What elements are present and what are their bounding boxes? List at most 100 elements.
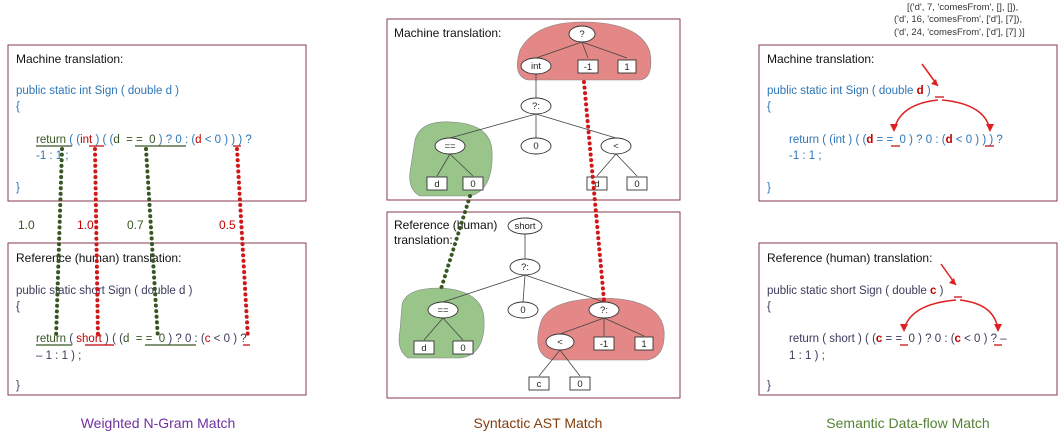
ngram-m-end: < 0 ) ) ) ?	[202, 134, 252, 146]
ast-match-line-green	[438, 194, 472, 294]
ast-r-leaf-d	[413, 340, 435, 355]
ast-m-leaf-d1	[426, 176, 448, 191]
df-r-arrow-in-head	[949, 278, 956, 285]
ngram-ref-return-line: return ( short ) ( (d = = 0 ) ? 0 : (c <…	[36, 333, 247, 345]
ast-m-node-zero	[520, 137, 552, 155]
ast-r-node-eq-label: ==	[437, 305, 449, 316]
df-r-arrow-left-head	[900, 324, 908, 332]
ast-m-leaf-1	[617, 59, 637, 74]
ngram-ref-line4: – 1 : 1 ) ;	[36, 350, 81, 362]
ast-m-node-zero-label: 0	[533, 141, 538, 152]
ast-ref-title-1: Reference (human)	[394, 218, 497, 232]
ast-m-node-lt-label: <	[613, 141, 619, 152]
dataflow-machine-signature: public static int Sign ( double d )	[767, 85, 931, 97]
ngram-m-d-eq-0-token: d = = 0	[113, 134, 155, 146]
dataflow-ref-title: Reference (human) translation:	[767, 251, 932, 265]
ast-r-node-ternary2-label: ?:	[600, 305, 608, 316]
ngram-m-int-token: int	[80, 134, 93, 146]
df-m-arrow-left-head	[890, 124, 898, 132]
ast-r-node-zero-label: 0	[520, 305, 525, 316]
ast-m-node-cond-root-label: ?	[579, 29, 584, 40]
ast-ref-title-2: translation:	[394, 233, 453, 247]
dataflow-tuple-line-3: ('d', 24, 'comesFrom', ['d'], [7] )]	[894, 27, 1025, 38]
ngram-machine-box	[7, 44, 307, 202]
ngram-ref-close-brace: }	[16, 380, 20, 392]
df-m-ret-d2: d	[946, 134, 953, 146]
ngram-r-c-token: c	[205, 333, 211, 345]
df-m-ret-c: < 0 ) ) ) ?	[953, 134, 1003, 146]
ngram-panel: Machine translation: public static int S…	[7, 44, 307, 431]
ast-m-leaf-02-label: 0	[634, 179, 639, 190]
ngram-match-line-d	[235, 147, 250, 341]
ngram-r-d-eq-0-token: d = = 0	[123, 333, 165, 345]
ngram-machine-line4: -1 : 1 ;	[36, 150, 69, 162]
df-r-arrow-right-head	[994, 324, 1002, 332]
ngram-ref-title: Reference (human) translation:	[16, 251, 181, 265]
df-m-arrow-in-head	[931, 79, 938, 86]
ast-r-node-zero	[507, 301, 539, 319]
ast-panel: Machine translation: ? int -1 1 ?:	[386, 18, 681, 431]
ast-r-leaf-c-label: c	[537, 379, 542, 390]
ast-r-leaf-0b	[569, 376, 591, 391]
dataflow-panel: [('d', 7, 'comesFrom', [], []), ('d', 16…	[758, 2, 1058, 431]
ngram-machine-close-brace: }	[16, 182, 20, 194]
ngram-machine-return-line: return ( (int ) ( (d = = 0 ) ? 0 : (d < …	[36, 134, 252, 146]
ast-m-node-int-label: int	[531, 61, 541, 72]
ngram-r-end: < 0 ) ?	[211, 333, 247, 345]
ast-m-node-int	[520, 57, 552, 75]
dataflow-machine-box	[758, 44, 1058, 202]
dataflow-ref-open-brace: {	[767, 301, 771, 313]
ast-m-node-lt	[600, 137, 632, 155]
ast-r-leaf-0a	[452, 340, 474, 355]
dataflow-machine-close-brace: }	[767, 182, 771, 194]
ast-m-leaf-d1-label: d	[434, 179, 439, 190]
ngram-m-paren1: ( (	[66, 134, 80, 146]
dataflow-ref-return-line: return ( short ) ( (c = = 0 ) ? 0 : (c <…	[789, 333, 1007, 345]
ngram-r-return-token: return	[36, 333, 66, 345]
ast-r-node-ternary2	[588, 301, 620, 319]
ast-m-leaf-01-label: 0	[470, 179, 475, 190]
ngram-weight-4: 0.5	[219, 218, 236, 232]
ngram-ref-box	[7, 242, 307, 396]
ast-r-leaf-1-label: 1	[641, 339, 646, 350]
ngram-r-mid2: ) ? 0 : (	[165, 333, 205, 345]
ast-r-leaf-0b-label: 0	[577, 379, 582, 390]
dataflow-machine-return-line: return ( (int ) ( (d = = 0 ) ? 0 : (d < …	[789, 134, 1003, 146]
ast-r-leaf-0a-label: 0	[460, 343, 465, 354]
ast-ref-edges	[423, 233, 645, 377]
df-m-ret-b: = = 0 ) ? 0 : (	[873, 134, 945, 146]
ngram-machine-title: Machine translation:	[16, 52, 123, 66]
df-r-ret-c1: c	[876, 333, 883, 345]
ast-m-node-cond-root	[568, 25, 596, 43]
ast-r-node-short-label: short	[514, 221, 535, 232]
dataflow-machine-title: Machine translation:	[767, 52, 874, 66]
dataflow-ref-box	[758, 242, 1058, 396]
ngram-match-line-deq0	[144, 147, 160, 341]
ngram-weight-3: 0.7	[127, 218, 144, 232]
ast-m-node-ternary	[520, 97, 552, 115]
ngram-machine-signature: public static int Sign ( double d )	[16, 85, 179, 97]
ast-r-leaf-c	[528, 376, 550, 391]
ast-m-leaf-01	[462, 176, 484, 191]
ast-r-node-eq	[427, 301, 459, 319]
ngram-machine-open-brace: {	[16, 101, 20, 113]
dataflow-ref-signature: public static short Sign ( double c )	[767, 285, 944, 297]
ast-r-leaf-neg1-label: -1	[600, 339, 608, 350]
dataflow-ref-close-brace: }	[767, 380, 771, 392]
df-m-arrow-right-head	[986, 124, 994, 132]
ast-m-leaf-neg1	[577, 59, 599, 74]
ast-m-node-eq	[434, 137, 466, 155]
ngram-m-mid1: ) ( (	[92, 134, 113, 146]
ngram-m-return-token: return	[36, 134, 66, 146]
df-m-ret-d1: d	[866, 134, 873, 146]
dataflow-ref-line4: 1 : 1 ) ;	[789, 350, 825, 362]
ast-r-node-short	[507, 217, 543, 235]
ast-m-leaf-d2	[586, 176, 608, 191]
ngram-caption: Weighted N-Gram Match	[81, 415, 236, 431]
ngram-r-short-token: short	[76, 333, 102, 345]
ast-ref-green-blob	[398, 287, 485, 359]
ast-r-node-ternary-label: ?:	[521, 262, 529, 273]
ngram-match-line-int	[93, 147, 100, 341]
ast-m-node-ternary-label: ?:	[532, 101, 540, 112]
